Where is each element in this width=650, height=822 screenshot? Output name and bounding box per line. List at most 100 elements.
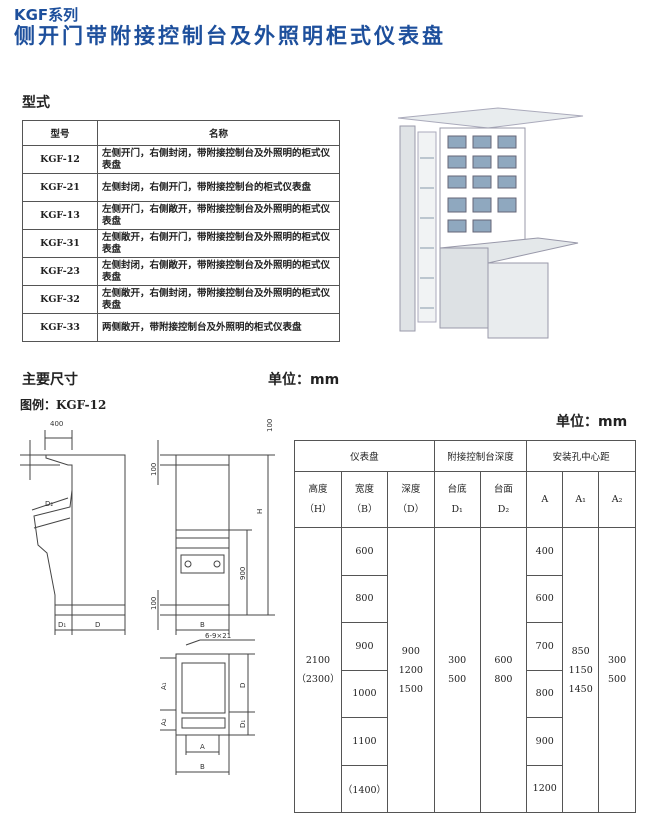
value: 850 <box>571 645 590 657</box>
table-header: 型号 名称 <box>22 120 340 146</box>
label-400: 400 <box>50 420 63 428</box>
model-cell: KGF-33 <box>22 313 98 342</box>
dimensions-table: 仪表盘 附接控制台深度 安装孔中心距 高度 （H） 宽度 （B） 深度 （D） 台底 D₁ 台面… <box>294 440 636 813</box>
a-cell: 600 <box>526 574 564 623</box>
table-row: （1400） 1200 <box>295 764 636 813</box>
column-header-line: 台面 <box>493 483 513 495</box>
width-cell: 1100 <box>340 717 388 766</box>
column-header-line: （B） <box>351 503 378 515</box>
column-header-line: （D） <box>397 503 425 515</box>
unit-label-2: 单位：mm <box>556 414 628 430</box>
a-cell: 900 <box>526 717 564 766</box>
table-row: 800 600 <box>295 574 636 623</box>
label-D2: D₂ <box>45 500 53 508</box>
value: 500 <box>607 674 627 685</box>
label-A: A <box>200 743 205 751</box>
value: 2100 <box>305 655 331 666</box>
col-model: 型号 <box>22 120 98 146</box>
a-cell: 400 <box>526 527 564 576</box>
col-name: 名称 <box>97 120 340 146</box>
label-H: H <box>256 509 264 514</box>
example-label: 图例：KGF-12 <box>20 398 107 412</box>
width-cell: 800 <box>340 574 388 623</box>
column-header-line: A₁ <box>575 493 586 505</box>
table-row: 1100 900 <box>295 717 636 766</box>
value: 600 <box>494 655 513 666</box>
value: 1200 <box>398 664 423 676</box>
value: 1150 <box>568 664 593 676</box>
column-header-line: A₂ <box>611 493 623 505</box>
value: 1450 <box>568 683 593 695</box>
label-top-100: 100 <box>266 419 274 432</box>
column-header: 台底 D₁ <box>433 471 481 528</box>
value: 1500 <box>398 683 423 695</box>
group-header-row: 仪表盘 附接控制台深度 安装孔中心距 <box>294 440 636 472</box>
value: （2300） <box>296 674 340 685</box>
label-B: B <box>200 621 205 629</box>
column-header-line: 深度 <box>401 483 421 495</box>
column-header-line: （H） <box>304 503 332 515</box>
column-header: A₁ <box>562 471 600 528</box>
width-cell: （1400） <box>340 764 388 813</box>
label-A1: A₁ <box>160 682 168 690</box>
label-A2: A₂ <box>160 718 168 726</box>
label-plan-D1: D₁ <box>239 720 247 728</box>
group-console-depth: 附接控制台深度 <box>433 440 528 472</box>
value: 900 <box>401 645 420 657</box>
column-header-line: D₂ <box>497 503 510 515</box>
column-header: 宽度 （B） <box>340 471 388 528</box>
column-header-line: D₁ <box>451 503 463 515</box>
value: 800 <box>494 674 513 685</box>
table-row: 900 700 <box>295 622 636 671</box>
name-cell: 左侧封闭，右侧开门，带附接控制台的柜式仪表盘 <box>97 173 340 202</box>
a-cell: 700 <box>526 622 564 671</box>
series-label: KGF系列 <box>14 6 79 24</box>
model-cell: KGF-32 <box>22 285 98 314</box>
label-plan-D: D <box>239 683 247 688</box>
column-header: 深度 （D） <box>386 471 435 528</box>
label-D: D <box>95 621 100 629</box>
a1-cell: 850 1150 1450 <box>562 527 600 813</box>
d2-cell: 600 800 <box>479 527 528 813</box>
dimension-drawings: 400 100 100 100 H 900 D₂ D₁ D B 6-9×21 D… <box>20 419 275 775</box>
a-cell: 1200 <box>526 764 564 813</box>
label-100b: 100 <box>150 597 158 610</box>
column-header-line: A <box>541 493 549 505</box>
name-cell: 两侧敞开，带附接控制台及外照明的柜式仪表盘 <box>97 313 340 342</box>
column-header-line: 宽度 <box>354 483 374 495</box>
model-cell: KGF-31 <box>22 229 98 258</box>
name-cell: 左侧开门，右侧封闭，带附接控制台及外照明的柜式仪表盘 <box>97 145 340 174</box>
name-cell: 左侧开门，右侧敞开，带附接控制台及外照明的柜式仪表盘 <box>97 201 340 230</box>
a2-cell: 300 500 <box>598 527 636 813</box>
width-cell: 600 <box>340 527 388 576</box>
unit-label: 单位：mm <box>268 372 340 388</box>
name-cell: 左侧敞开，右侧封闭，带附接控制台及外照明的柜式仪表盘 <box>97 285 340 314</box>
label-900: 900 <box>239 567 247 580</box>
label-plan-B: B <box>200 763 205 771</box>
column-header-line: 高度 <box>308 483 328 495</box>
column-header: 台面 D₂ <box>479 471 528 528</box>
value: 300 <box>607 655 627 666</box>
group-panel: 仪表盘 <box>294 440 435 472</box>
group-hole-spacing: 安装孔中心距 <box>526 440 636 472</box>
column-header: A₂ <box>598 471 636 528</box>
height-cell: 2100 （2300） <box>294 527 342 813</box>
column-header: 高度 （H） <box>294 471 342 528</box>
column-header: A <box>526 471 564 528</box>
name-cell: 左侧敞开，右侧开门，带附接控制台及外照明的柜式仪表盘 <box>97 229 340 258</box>
page-title: 侧开门带附接控制台及外照明柜式仪表盘 <box>14 24 446 48</box>
model-cell: KGF-23 <box>22 257 98 286</box>
column-header-line: 台底 <box>447 483 467 495</box>
column-header-row: 高度 （H） 宽度 （B） 深度 （D） 台底 D₁ 台面 D₂ A A₁ A₂ <box>294 471 636 528</box>
